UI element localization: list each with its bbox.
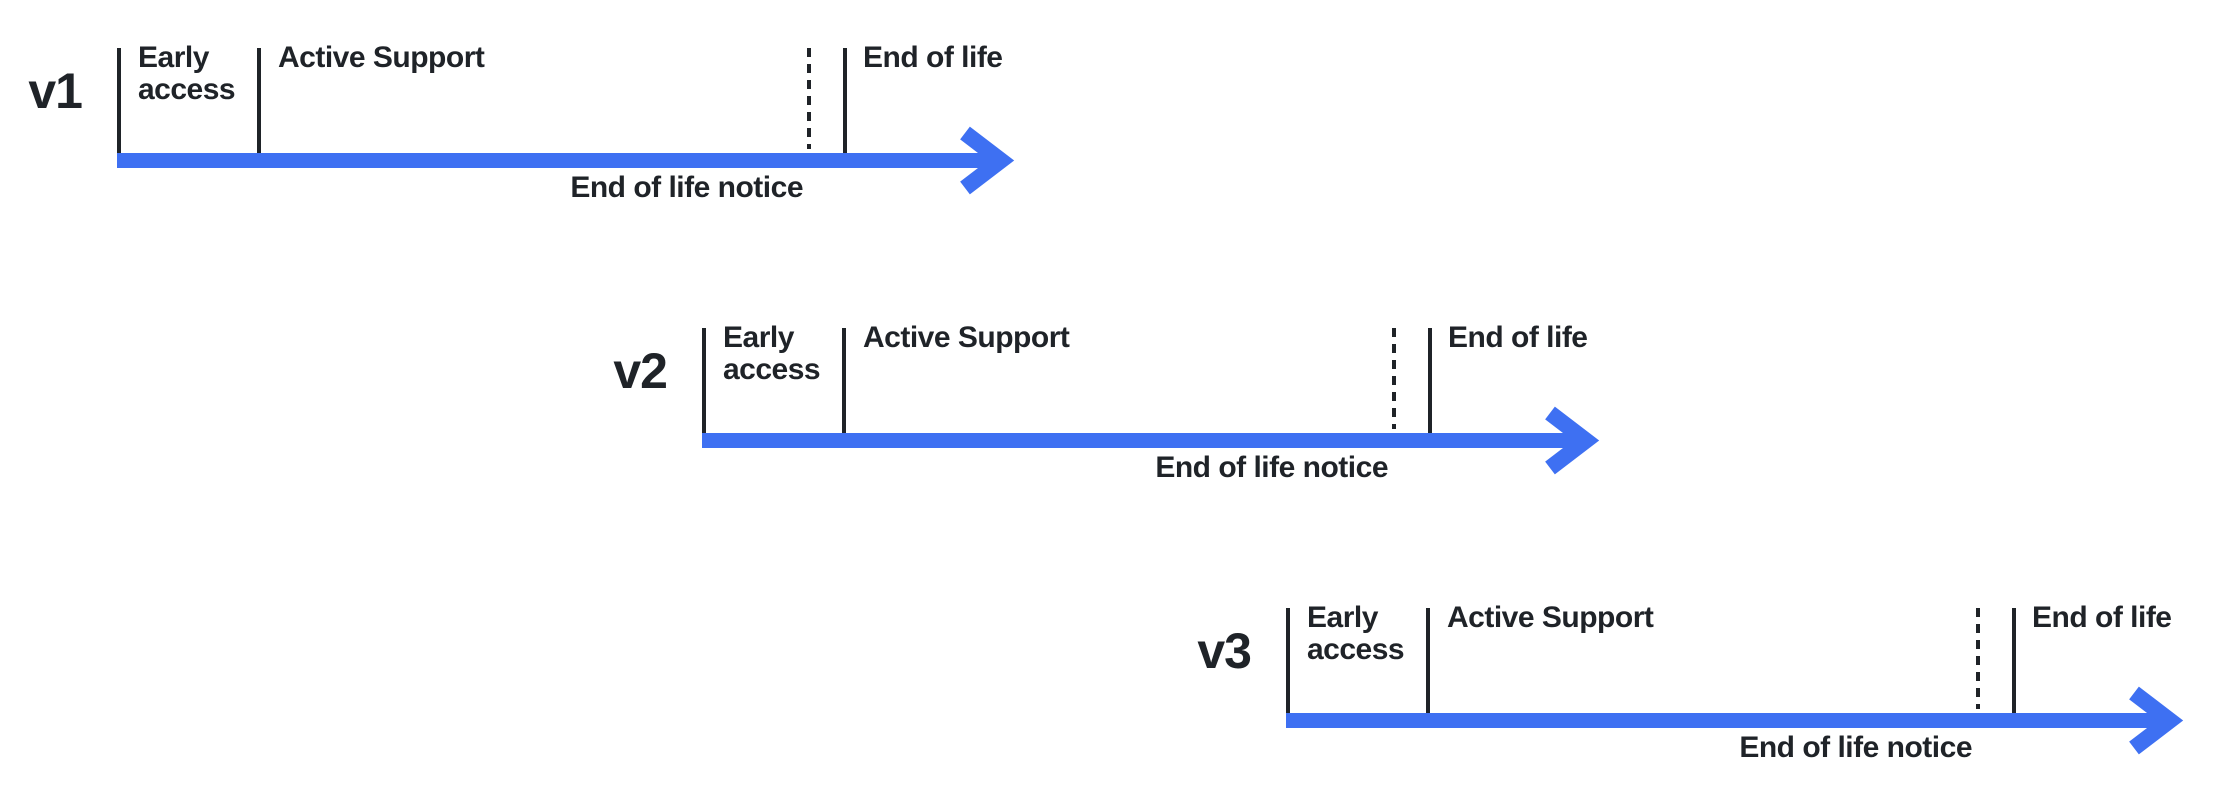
early-access-start-tick: [117, 48, 121, 153]
early-access-label: Early access: [1307, 601, 1405, 666]
end-of-life-tick: [1428, 328, 1432, 433]
arrow-head-icon: [2129, 686, 2184, 755]
active-support-start-tick: [257, 48, 261, 153]
end-of-life-notice-dashed-tick: [1976, 608, 1980, 709]
timeline-bar: [1286, 713, 2170, 728]
end-of-life-tick: [2012, 608, 2016, 713]
early-access-label: Early access: [138, 41, 236, 106]
active-support-label: Active Support: [863, 321, 1070, 354]
version-label: v1: [28, 63, 83, 119]
end-of-life-notice-dashed-tick: [1392, 328, 1396, 429]
end-of-life-notice-label: End of life notice: [1155, 451, 1388, 484]
end-of-life-label: End of life: [863, 41, 1003, 74]
end-of-life-label: End of life: [1448, 321, 1588, 354]
end-of-life-notice-label: End of life notice: [1739, 731, 1972, 764]
active-support-label: Active Support: [278, 41, 485, 74]
timeline-bar: [702, 433, 1586, 448]
early-access-start-tick: [1286, 608, 1290, 713]
end-of-life-label: End of life: [2032, 601, 2172, 634]
end-of-life-notice-label: End of life notice: [570, 171, 803, 204]
version-label: v3: [1197, 623, 1252, 679]
timeline-bar: [117, 153, 1001, 168]
end-of-life-notice-dashed-tick: [807, 48, 811, 149]
timeline-row-v3: v3 Early access Active Support End of li…: [1197, 602, 2228, 808]
early-access-start-tick: [702, 328, 706, 433]
timeline-row-v2: v2 Early access Active Support End of li…: [613, 322, 1662, 528]
active-support-start-tick: [842, 328, 846, 433]
active-support-start-tick: [1426, 608, 1430, 713]
arrow-head-icon: [960, 126, 1015, 195]
version-label: v2: [613, 343, 668, 399]
arrow-head-icon: [1545, 406, 1600, 475]
active-support-label: Active Support: [1447, 601, 1654, 634]
end-of-life-tick: [843, 48, 847, 153]
early-access-label: Early access: [723, 321, 821, 386]
timeline-row-v1: v1 Early access Active Support End of li…: [28, 42, 1077, 248]
